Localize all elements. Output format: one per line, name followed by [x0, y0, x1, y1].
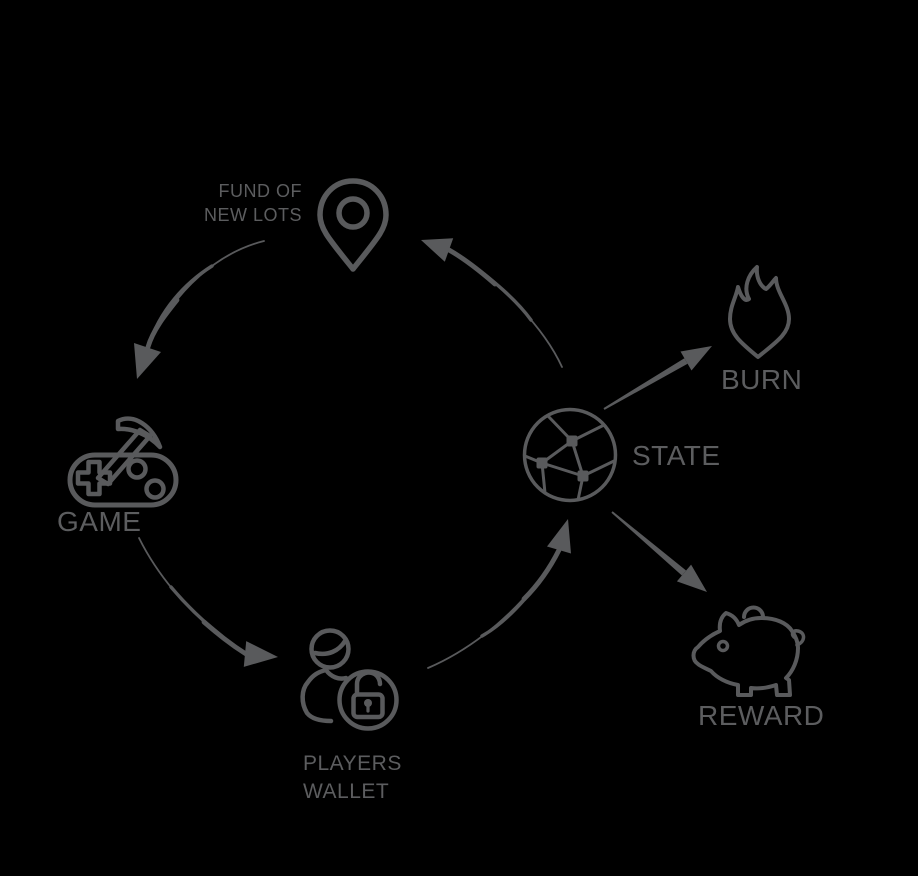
network-globe-icon: [522, 407, 618, 503]
arrow-fund-to-game: [134, 240, 265, 379]
piggy-bank-icon: [691, 605, 806, 697]
coin: [742, 605, 765, 619]
torso: [300, 667, 349, 724]
label-line: STATE: [632, 440, 721, 471]
label-line: REWARD: [698, 700, 825, 731]
gamepad-pickaxe-icon: [67, 416, 179, 508]
arrowhead: [680, 346, 712, 371]
label-line: GAME: [57, 506, 142, 537]
head: [309, 628, 351, 670]
lock-shackle: [354, 670, 383, 697]
pig-body: [691, 611, 800, 697]
hair: [312, 638, 348, 657]
label-line: NEW LOTS: [203, 204, 302, 225]
label-fund-of-new-lots: FUND OF NEW LOTS: [190, 180, 302, 228]
label-burn: BURN: [721, 362, 802, 399]
arrow-state-to-reward: [611, 511, 707, 592]
network-node: [536, 457, 548, 469]
arrow-wallet-to-state: [427, 519, 571, 669]
arrowhead: [421, 238, 454, 262]
player-wallet-lock-icon: [300, 628, 399, 731]
arrowhead: [547, 519, 571, 554]
arrow-state-to-fund: [421, 238, 563, 368]
label-line: PLAYERS: [303, 752, 402, 775]
arrow-state-to-burn: [603, 346, 712, 410]
pig-tail: [790, 629, 806, 647]
network-node: [577, 470, 589, 482]
arrowhead: [134, 343, 161, 379]
arrow-game-to-wallet: [138, 537, 278, 667]
map-pin-icon: [317, 178, 389, 272]
label-line: BURN: [721, 364, 803, 395]
pickaxe-blade: [115, 416, 163, 450]
label-game: GAME: [57, 504, 141, 541]
label-state: STATE: [632, 438, 721, 475]
arrowhead: [676, 564, 707, 592]
pig-eye: [716, 639, 730, 653]
label-reward: REWARD: [698, 698, 824, 735]
label-line: FUND OF: [218, 181, 302, 201]
flame-icon: [728, 265, 791, 359]
network-node: [566, 435, 578, 447]
label-line: WALLET: [303, 779, 390, 803]
label-players-wallet: PLAYERS WALLET: [303, 750, 402, 805]
lock-body: [351, 692, 385, 720]
arrowhead: [243, 641, 278, 667]
